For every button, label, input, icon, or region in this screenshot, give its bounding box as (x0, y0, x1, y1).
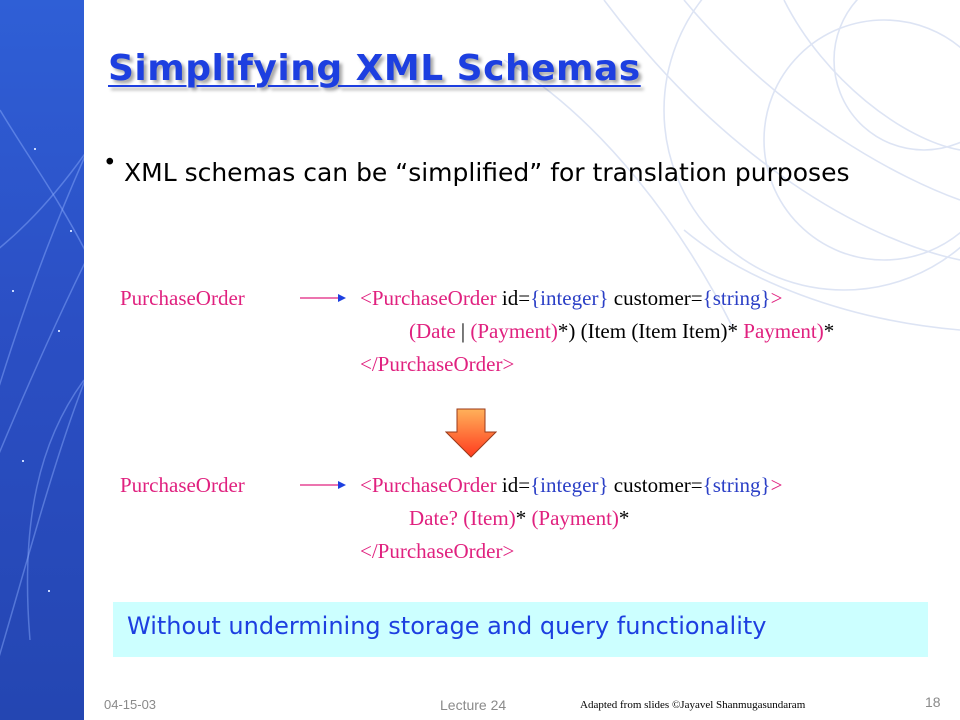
before-open-tag-close: > (770, 286, 783, 310)
after-close-tag: </PurchaseOrder> (360, 539, 515, 563)
slide-title: Simplifying XML Schemas (108, 48, 641, 89)
after-id-attr: id= (501, 473, 531, 497)
before-choice-separator: | (460, 319, 471, 343)
sidebar-decoration (0, 0, 84, 720)
before-date-group: (Date (409, 319, 461, 343)
background-swirls (84, 0, 960, 720)
before-id-attr: id= (501, 286, 531, 310)
down-arrow-icon (445, 408, 497, 458)
footer-date: 04-15-03 (104, 697, 157, 712)
after-final-star: * (618, 506, 630, 530)
after-star: * (515, 506, 532, 530)
after-label: PurchaseOrder (120, 473, 245, 497)
before-customer-attr: customer= (608, 286, 703, 310)
before-open-tag: <PurchaseOrder (360, 286, 502, 310)
after-payment-group: (Payment) (531, 506, 619, 530)
banner-text: Without undermining storage and query fu… (127, 612, 767, 640)
after-customer-attr: customer= (608, 473, 703, 497)
before-line-1: <PurchaseOrder id={integer} customer={st… (360, 286, 782, 311)
after-id-value: {integer} (530, 473, 609, 497)
before-label: PurchaseOrder (120, 286, 245, 310)
footer-lecture: Lecture 24 (440, 697, 507, 713)
before-star: * (727, 319, 744, 343)
bullet-marker: • (103, 150, 117, 176)
before-id-value: {integer} (530, 286, 609, 310)
before-close-tag: </PurchaseOrder> (360, 352, 515, 376)
before-right-arrow-icon (300, 294, 346, 302)
before-customer-value: {string} (702, 286, 771, 310)
after-date-item-group: Date? (Item) (409, 506, 516, 530)
after-open-tag-close: > (770, 473, 783, 497)
before-line-2: (Date | (Payment)*) (Item (Item Item)* P… (409, 319, 834, 344)
after-open-tag: <PurchaseOrder (360, 473, 502, 497)
footer-page-number: 18 (925, 694, 941, 710)
before-final-star: * (823, 319, 835, 343)
conclusion-banner: Without undermining storage and query fu… (113, 602, 928, 657)
before-payment-group: (Payment) (470, 319, 558, 343)
after-right-arrow-icon (300, 481, 346, 489)
after-customer-value: {string} (702, 473, 771, 497)
after-line-1: <PurchaseOrder id={integer} customer={st… (360, 473, 782, 498)
bullet-text: XML schemas can be “simplified” for tran… (124, 158, 850, 187)
before-payment-tail: Payment) (743, 319, 824, 343)
before-item-group: *) (Item (Item Item) (557, 319, 728, 343)
footer-credit: Adapted from slides ©Jayavel Shanmugasun… (580, 699, 806, 711)
after-line-2: Date? (Item)* (Payment)* (409, 506, 629, 531)
